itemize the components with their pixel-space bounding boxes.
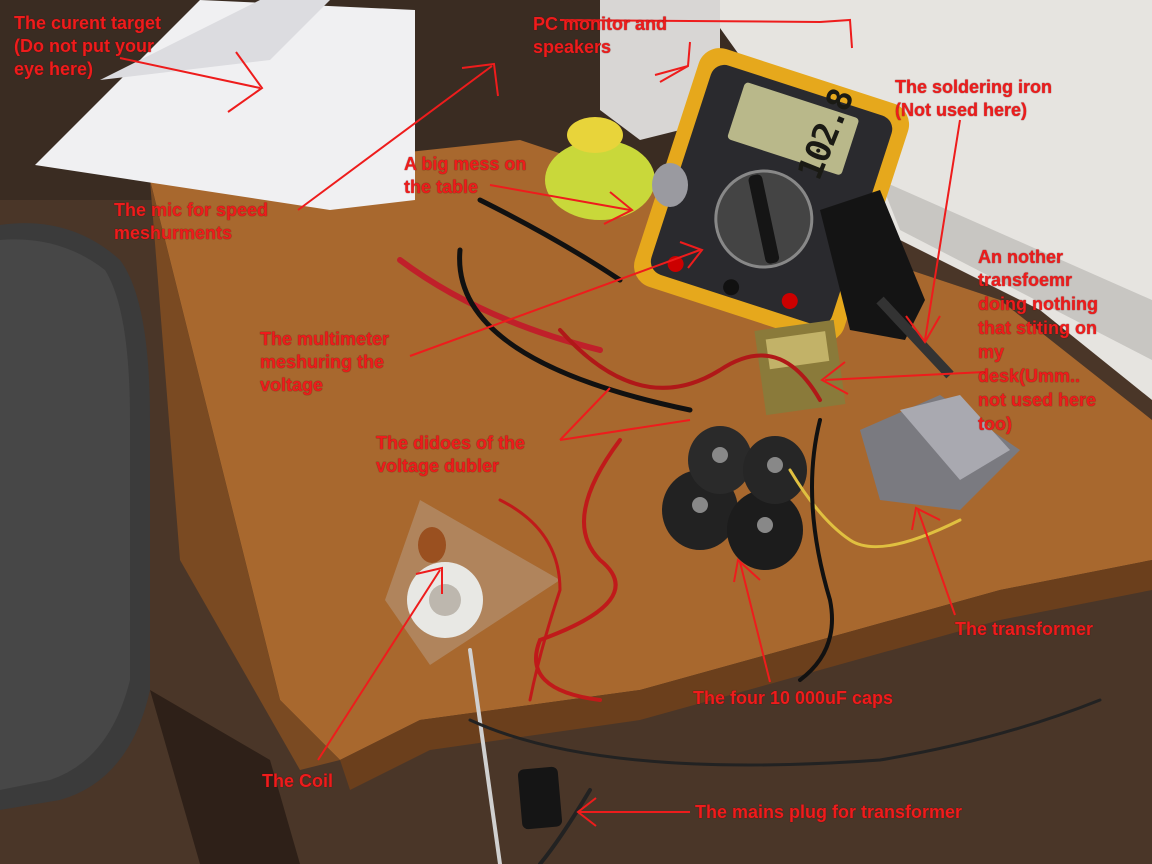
label-diodes-line1: The didoes of the [376, 433, 526, 453]
monitor-vents [880, 180, 1152, 360]
label-other-transformer-line6: desk(Umm.. [978, 366, 1081, 386]
mains-plug [517, 766, 563, 830]
chair-seat [0, 239, 130, 790]
label-multimeter-line1: The multimeter [260, 329, 390, 349]
label-target-line3: eye here) [14, 59, 94, 79]
label-other-transformer-line5: my [978, 342, 1005, 362]
label-target-line2: (Do not put your [14, 36, 154, 56]
desk-leg [150, 690, 300, 864]
small-transformer [754, 319, 846, 416]
label-other-transformer-line1: An nother [978, 247, 1063, 267]
label-mains-plug: The mains plug for transformer [695, 802, 963, 822]
wires [397, 197, 1102, 864]
label-other-transformer-line2: transfoemr [978, 270, 1073, 290]
label-monitor-line2: speakers [533, 37, 612, 57]
label-mic-line2: meshurments [114, 223, 233, 243]
label-multimeter-line2: meshuring the [260, 352, 385, 372]
label-target-line1: The curent target [14, 13, 162, 33]
label-coil: The Coil [262, 771, 333, 791]
label-mic-line1: The mic for speed [114, 200, 269, 220]
label-diodes-line2: voltage dubler [376, 456, 500, 476]
capacitors [662, 426, 807, 570]
label-iron-line2: (Not used here) [895, 100, 1028, 120]
coil [418, 527, 446, 563]
label-caps: The four 10 000uF caps [693, 688, 894, 708]
label-iron-line1: The soldering iron [895, 77, 1053, 97]
annotation-arrows [119, 18, 986, 827]
paper-fold [100, 0, 330, 80]
label-other-transformer-line8: too) [978, 414, 1012, 434]
label-other-transformer-line4: that stiting on [978, 318, 1097, 338]
label-multimeter-line3: voltage [260, 375, 324, 395]
paper-target [35, 0, 415, 210]
desk-front-edge [340, 560, 1152, 790]
label-other-transformer-line7: not used here [978, 390, 1097, 410]
soldering-iron [820, 190, 925, 340]
label-mess-line2: the table [404, 177, 479, 197]
label-mess-line1: A big mess on [404, 154, 527, 174]
label-monitor-line1: PC monitor and [533, 14, 667, 34]
label-transformer: The transformer [955, 619, 1094, 639]
desk-edge [150, 180, 340, 770]
label-other-transformer-line3: doing nothing [978, 294, 1098, 314]
